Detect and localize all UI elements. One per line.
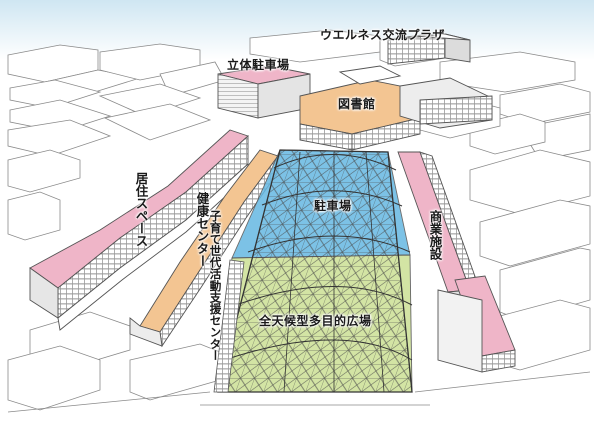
health-childcare-building: [129, 149, 279, 348]
canopy: [217, 149, 413, 393]
residential-building: [29, 129, 249, 331]
walkway: [213, 259, 245, 393]
library-building: [299, 65, 493, 151]
parking-structure-building: [217, 65, 311, 119]
commercial-building: [397, 151, 516, 373]
wellness-plaza-building: [387, 33, 471, 65]
ground-lines: [7, 371, 591, 413]
